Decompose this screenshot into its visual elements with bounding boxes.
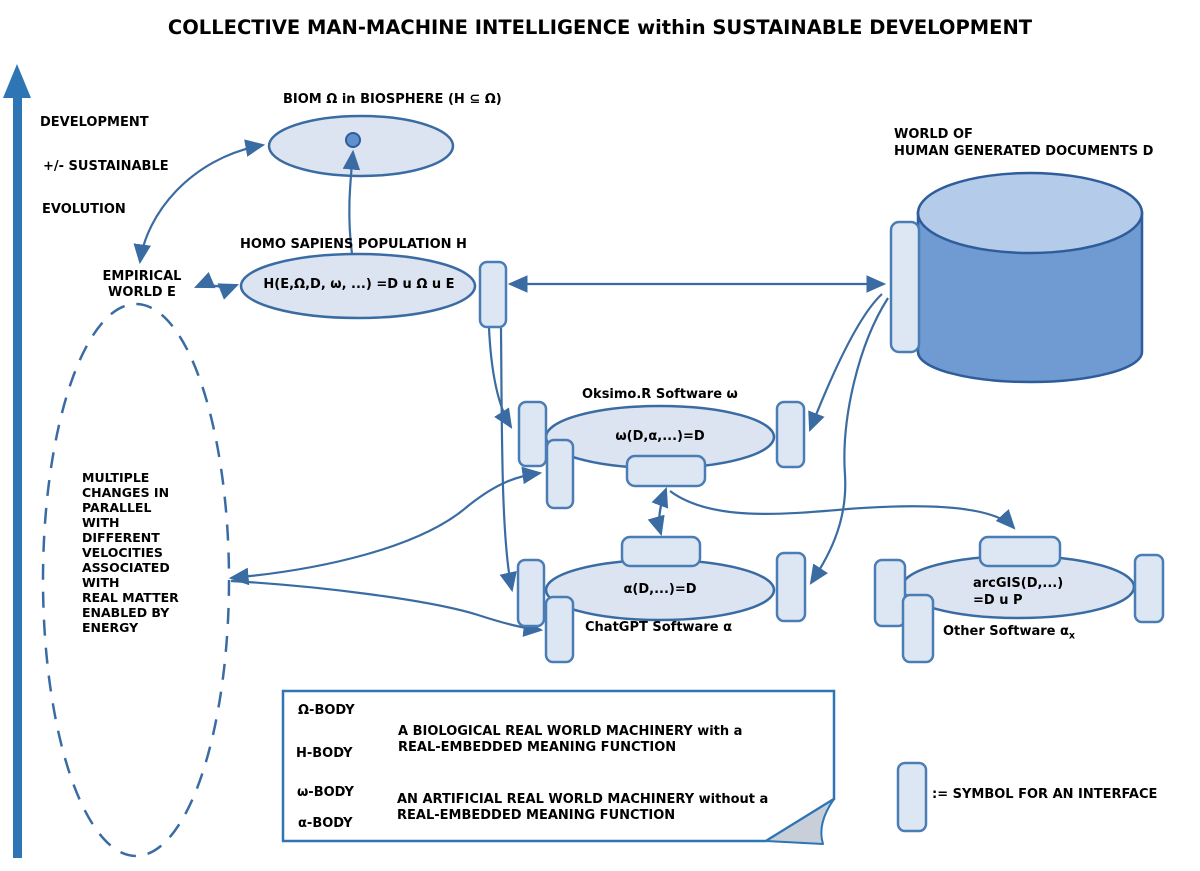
development-axis-arrow [3,64,31,858]
multiple-changes-text: MULTIPLE CHANGES IN PARALLEL WITH DIFFER… [82,470,179,635]
other-software-label-text: Other Software α [943,624,1069,639]
interface-legend-symbol [896,761,928,833]
chatgpt-formula: α(D,...)=D [623,582,697,597]
arrow-documents-oksimo [808,293,883,433]
interface-oksimo-lower-left [545,438,575,510]
documents-cylinder-body [916,211,1144,384]
biom-point [345,132,361,148]
axis-label-evolution: EVOLUTION [42,202,126,217]
legend-h-body-label: H-BODY [296,746,353,761]
documents-label: WORLD OF HUMAN GENERATED DOCUMENTS D [894,127,1154,159]
interface-oksimo-right [775,400,806,469]
other-software-label-subscript: x [1068,630,1076,642]
legend-artificial-text: AN ARTIFICIAL REAL WORLD MACHINERY witho… [397,792,769,823]
arrow-changes-chatgpt [230,579,544,637]
interface-documents [889,220,921,354]
biom-ellipse [267,114,455,178]
homo-ellipse [239,252,477,320]
arrow-changes-oksimo [228,466,543,586]
arrow-documents-chatgpt [809,297,889,585]
interface-chatgpt-right [775,551,807,623]
legend-omega-body-label: Ω-BODY [298,703,355,718]
documents-cylinder-top [916,171,1144,255]
interface-chatgpt-left [516,558,546,628]
interface-other-right [1133,553,1165,624]
interface-chatgpt-top [620,535,702,568]
arrow-empirical-homo [193,271,240,300]
other-software-label: Other Software αx [943,624,1075,642]
arrow-homo-oksimo [487,327,513,429]
oksimo-label: Oksimo.R Software ω [582,387,738,402]
legend-biological-text: A BIOLOGICAL REAL WORLD MACHINERY with a… [398,724,743,755]
arrow-oksimo-other [669,490,1016,530]
legend-alpha-body-label: α-BODY [298,816,353,831]
interface-other-left [873,558,907,628]
axis-label-sustainable: +/- SUSTAINABLE [43,159,169,174]
arrow-empirical-biom [133,139,266,265]
interface-other-top [978,535,1062,568]
interface-chatgpt-lower-left [544,595,575,664]
arrow-oksimo-chatgpt [647,486,669,537]
legend-small-omega-body-label: ω-BODY [297,785,354,800]
oksimo-formula: ω(D,α,...)=D [615,429,705,444]
page-title: COLLECTIVE MAN-MACHINE INTELLIGENCE with… [167,16,1033,39]
axis-label-development: DEVELOPMENT [40,115,149,130]
homo-formula: H(E,Ω,D, ω, ...) =D u Ω u E [263,277,455,292]
chatgpt-label: ChatGPT Software α [585,620,733,635]
arrow-homo-biom [342,149,361,255]
homo-label: HOMO SAPIENS POPULATION H [240,237,467,252]
empirical-world-label: EMPIRICAL WORLD E [102,269,182,301]
interface-legend-label: := SYMBOL FOR AN INTERFACE [932,787,1158,802]
other-software-formula: arcGIS(D,...) =D u P [973,576,1064,608]
arrow-homo-chatgpt [499,327,517,593]
interface-homo-right [478,260,508,329]
interface-oksimo-left [517,400,548,468]
legend-box-fold [765,798,835,845]
interface-other-lower-left [901,593,935,664]
biom-label: BIOM Ω in BIOSPHERE (H ⊆ Ω) [283,92,502,107]
interface-oksimo-bottom [625,454,707,488]
